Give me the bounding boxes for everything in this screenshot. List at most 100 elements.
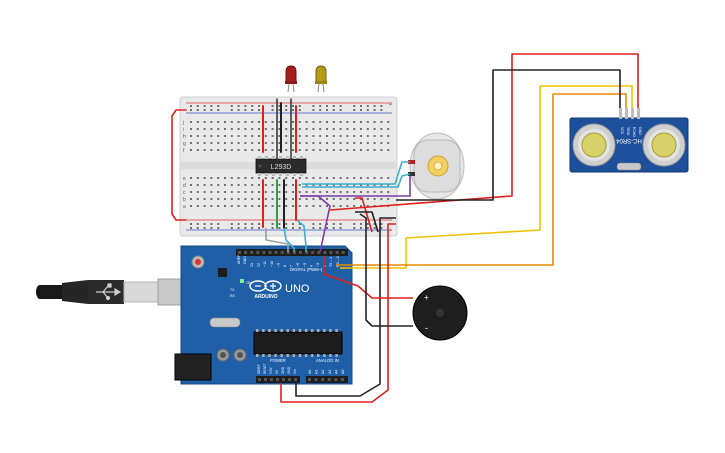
breadboard-rail-hole xyxy=(312,223,315,225)
breadboard-hole xyxy=(271,191,274,193)
sensor-trig-yellow-wire[interactable] xyxy=(340,85,633,269)
breadboard-hole xyxy=(292,121,294,123)
breadboard-hole xyxy=(298,149,301,151)
breadboard-hole xyxy=(339,121,342,123)
breadboard-rail-hole xyxy=(360,227,362,229)
breadboard-hole xyxy=(339,205,342,207)
rail-bridge-red-wire[interactable] xyxy=(171,109,187,221)
piezo-buzzer[interactable]: + - xyxy=(412,285,468,341)
usb-cable[interactable] xyxy=(36,278,201,306)
hc-sr04-sensor[interactable]: HC-SR04 VCC TRIG ECHO GND xyxy=(569,108,689,173)
sensor-echo-orange-wire[interactable] xyxy=(336,93,627,266)
5v-red-wire[interactable] xyxy=(280,223,396,403)
breadboard-hole xyxy=(305,205,308,207)
l293d-chip[interactable]: L293D xyxy=(255,156,307,176)
breadboard-rail-hole xyxy=(339,227,342,229)
breadboard-hole xyxy=(339,177,342,179)
red-led[interactable] xyxy=(285,65,297,93)
breadboard-hole xyxy=(190,149,192,151)
motor-terminal-red xyxy=(408,160,415,164)
breadboard-hole xyxy=(271,142,274,144)
motor-wires xyxy=(300,161,411,197)
red-rail-wire[interactable] xyxy=(355,197,373,233)
breadboard-hole xyxy=(230,184,233,186)
breadboard-hole xyxy=(332,142,335,144)
yellow-led[interactable] xyxy=(315,65,327,93)
purple-signal-wire[interactable] xyxy=(300,195,331,253)
chip-pin xyxy=(323,354,326,357)
breadboard-hole xyxy=(380,135,383,137)
cyan-signal-wire[interactable] xyxy=(283,227,295,252)
digital-header[interactable] xyxy=(236,249,348,256)
cyan-wire[interactable] xyxy=(302,161,410,185)
header-hole xyxy=(314,378,318,381)
chip-pin xyxy=(317,354,320,357)
breadboard-hole xyxy=(360,177,362,179)
breadboard-rail-hole xyxy=(217,105,220,107)
breadboard-hole xyxy=(332,135,335,137)
breadboard-hole xyxy=(190,177,192,179)
dc-motor[interactable] xyxy=(408,132,465,200)
digital-pin-label: 13 xyxy=(250,263,254,267)
breadboard-hole xyxy=(203,191,206,193)
header-hole xyxy=(341,251,345,254)
breadboard-hole xyxy=(203,128,206,130)
breadboard-hole xyxy=(366,128,369,130)
breadboard-rail-hole xyxy=(237,109,240,111)
breadboard-hole xyxy=(244,135,247,137)
gnd-black-wire[interactable] xyxy=(295,217,396,397)
breadboard-hole xyxy=(210,121,213,123)
breadboard-rail-hole xyxy=(210,223,213,225)
breadboard-hole xyxy=(319,205,322,207)
breadboard-jumpers xyxy=(171,98,297,229)
power-pin-label: GND xyxy=(287,366,291,374)
breadboard-hole xyxy=(319,149,322,151)
power-jack[interactable] xyxy=(174,353,212,381)
digital-pin-label: RX←0 xyxy=(336,256,340,267)
breadboard-hole xyxy=(224,128,226,130)
breadboard-rail-hole xyxy=(339,105,342,107)
breadboard-hole xyxy=(210,142,213,144)
analog-pin-label: A4 xyxy=(334,370,338,374)
breadboard-hole xyxy=(244,142,247,144)
breadboard-hole xyxy=(224,142,226,144)
header-hole xyxy=(317,251,321,254)
black-rail-wire[interactable] xyxy=(355,211,379,233)
row-letter: c xyxy=(183,190,186,196)
purple-wire[interactable] xyxy=(300,176,411,197)
breadboard-hole xyxy=(230,135,233,137)
breadboard-hole xyxy=(237,184,240,186)
breadboard-hole xyxy=(312,142,315,144)
breadboard-hole xyxy=(244,121,247,123)
chip-pin xyxy=(310,354,314,357)
gray-signal-wire[interactable] xyxy=(265,228,289,252)
breadboard-hole xyxy=(305,198,308,200)
analog-header[interactable] xyxy=(306,376,348,383)
cyan-signal-wire[interactable] xyxy=(296,219,307,252)
breadboard-hole xyxy=(237,149,240,151)
external-wires xyxy=(265,53,639,403)
sensor-gnd-black-wire[interactable] xyxy=(396,69,621,201)
on-led xyxy=(240,279,244,283)
cyan-wire[interactable] xyxy=(302,173,411,188)
breadboard-hole xyxy=(387,198,390,200)
buzzer-negative-black-wire[interactable] xyxy=(359,213,413,327)
breadboard-rail-hole xyxy=(210,105,213,107)
analog-pin-label: A0 xyxy=(308,370,312,374)
row-letter: f xyxy=(183,148,185,154)
chip-pin xyxy=(335,329,338,332)
breadboard-rail-hole xyxy=(332,227,335,229)
breadboard-hole xyxy=(339,198,342,200)
breadboard-hole xyxy=(353,142,356,144)
breadboard-hole xyxy=(305,142,308,144)
breadboard-hole xyxy=(230,198,233,200)
breadboard-hole xyxy=(237,198,240,200)
breadboard-hole xyxy=(190,135,192,137)
breadboard-hole xyxy=(305,177,308,179)
breadboard-rail-hole xyxy=(285,227,288,229)
buzzer-positive-red-wire[interactable] xyxy=(323,256,413,299)
chip-pin xyxy=(262,354,265,357)
breadboard-rail-hole xyxy=(203,109,206,111)
